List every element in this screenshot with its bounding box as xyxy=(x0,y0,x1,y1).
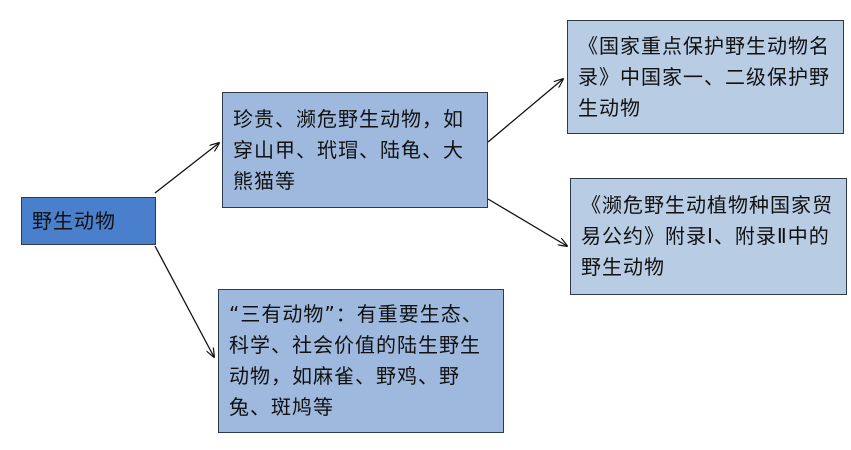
arrow-precious-to-cites xyxy=(487,198,567,246)
arrow-root-to-precious xyxy=(154,143,219,194)
arrow-root-to-three-haves xyxy=(154,245,214,357)
node-three-haves-animals-label: “三有动物”：有重要生态、科学、社会价值的陆生野生动物，如麻雀、野鸡、野兔、斑鸠… xyxy=(229,302,483,419)
node-precious-endangered: 珍贵、濒危野生动物，如穿山甲、玳瑁、陆龟、大熊猫等 xyxy=(222,92,488,208)
node-wild-animals: 野生动物 xyxy=(21,197,156,245)
node-national-protection-list: 《国家重点保护野生动物名录》中国家一、二级保护野生动物 xyxy=(567,20,844,134)
node-wild-animals-label: 野生动物 xyxy=(32,208,116,233)
node-national-protection-list-label: 《国家重点保护野生动物名录》中国家一、二级保护野生动物 xyxy=(578,33,830,120)
node-cites-appendix: 《濒危野生动植物种国家贸易公约》附录Ⅰ、附录Ⅱ中的野生动物 xyxy=(570,178,847,295)
node-precious-endangered-label: 珍贵、濒危野生动物，如穿山甲、玳瑁、陆龟、大熊猫等 xyxy=(233,106,464,193)
arrow-precious-to-national-list xyxy=(487,79,563,143)
node-cites-appendix-label: 《濒危野生动植物种国家贸易公约》附录Ⅰ、附录Ⅱ中的野生动物 xyxy=(581,193,833,279)
node-three-haves-animals: “三有动物”：有重要生态、科学、社会价值的陆生野生动物，如麻雀、野鸡、野兔、斑鸠… xyxy=(218,289,504,433)
